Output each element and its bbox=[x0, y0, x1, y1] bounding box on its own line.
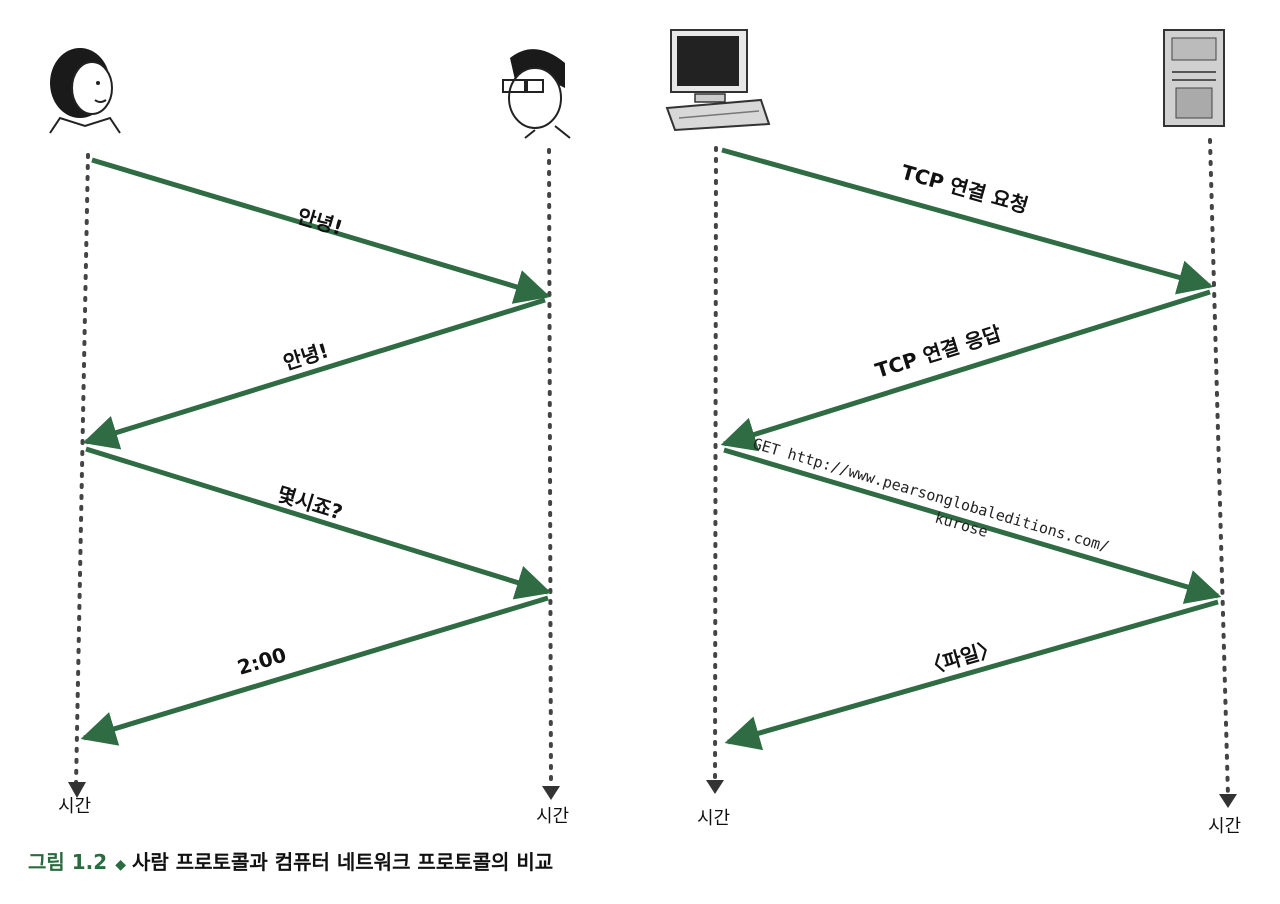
msg-left-4: 2:00 bbox=[235, 642, 290, 679]
caption-title: 사람 프로토콜과 컴퓨터 네트워크 프로토콜의 비교 bbox=[131, 850, 554, 874]
timeline-right-a bbox=[713, 146, 718, 784]
left-arrows bbox=[80, 157, 552, 746]
time-label-left-a: 시간 bbox=[58, 796, 91, 817]
arrow-right-1 bbox=[721, 147, 1214, 295]
arrow-left-3 bbox=[85, 446, 552, 600]
computer-icon bbox=[665, 29, 771, 132]
left-timelines bbox=[68, 148, 560, 800]
msg-right-2: TCP 연결 응답 bbox=[872, 321, 1004, 383]
right-arrows bbox=[720, 147, 1222, 751]
time-label-left-b: 시간 bbox=[536, 806, 569, 827]
time-label-right-a: 시간 bbox=[697, 808, 730, 829]
diamond-icon: ◆ bbox=[115, 857, 126, 873]
timeline-left-b bbox=[547, 148, 553, 790]
timeline-left-a bbox=[74, 153, 90, 787]
right-timelines bbox=[706, 138, 1237, 808]
figure-caption: 그림 1.2 ◆ 사람 프로토콜과 컴퓨터 네트워크 프로토콜의 비교 bbox=[28, 846, 928, 880]
caption-figure-number: 그림 1.2 bbox=[28, 850, 108, 874]
msg-right-3a: GET http://www.pearsonglobaleditions.com… bbox=[751, 435, 1111, 556]
woman-icon bbox=[49, 48, 121, 134]
timeline-arrow-right-a bbox=[706, 780, 724, 794]
timeline-arrow-left-b bbox=[542, 786, 560, 800]
time-label-right-b: 시간 bbox=[1208, 816, 1241, 837]
arrow-right-3 bbox=[723, 447, 1222, 604]
msg-left-1: 안녕! bbox=[295, 204, 346, 240]
timeline-right-b bbox=[1208, 138, 1230, 798]
msg-right-1: TCP 연결 요청 bbox=[899, 160, 1031, 218]
arrow-left-2 bbox=[82, 297, 546, 450]
timeline-arrow-left-a bbox=[68, 782, 86, 798]
arrow-right-4 bbox=[724, 599, 1219, 751]
man-icon bbox=[502, 49, 571, 139]
timeline-arrow-right-b bbox=[1219, 794, 1237, 808]
arrow-left-4 bbox=[80, 595, 549, 746]
arrow-left-1 bbox=[91, 157, 551, 304]
arrow-right-2 bbox=[720, 289, 1211, 452]
server-icon bbox=[1163, 29, 1225, 127]
